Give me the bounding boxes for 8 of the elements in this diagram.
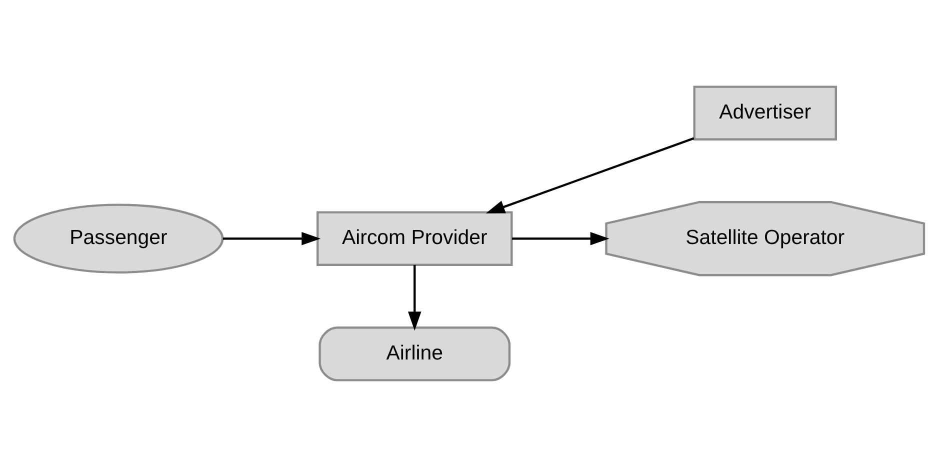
- arrow: [486, 136, 694, 213]
- arrow: [512, 231, 610, 245]
- node-box: Advertiser: [693, 85, 837, 140]
- node-box: Aircom Provider: [316, 210, 513, 266]
- arrow: [408, 264, 422, 330]
- node-box: Airline: [318, 326, 511, 381]
- node-ellipse: Passenger: [13, 203, 224, 274]
- arrow: [222, 231, 321, 245]
